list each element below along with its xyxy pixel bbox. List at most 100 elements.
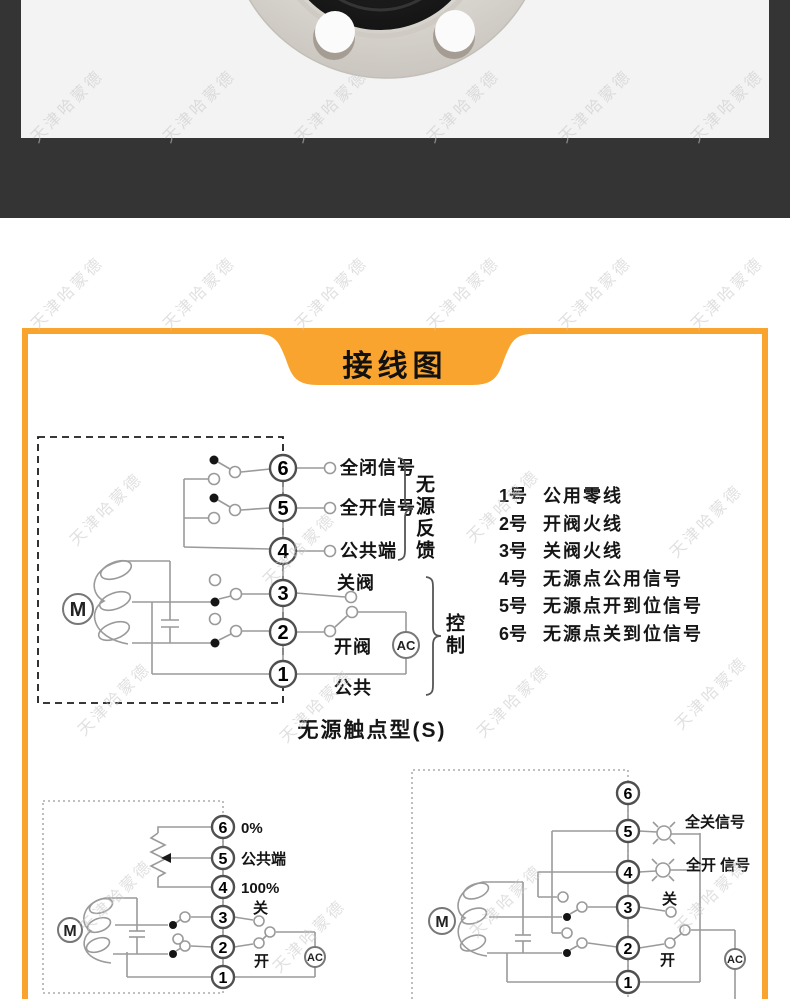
terminal-3: 3 — [210, 904, 236, 930]
indicator-lamp-full-close — [652, 821, 676, 845]
terminal-number: 1 — [277, 664, 288, 686]
legend-num: 4号 — [499, 568, 528, 589]
terminal-number: 2 — [277, 622, 288, 644]
label-close-valve: 关阀 — [337, 572, 375, 593]
photo-strip-dark-background — [0, 0, 790, 218]
bolt-hole-right — [435, 10, 475, 52]
terminal-5: 5 — [615, 818, 641, 844]
terminal-number: 3 — [624, 900, 633, 917]
motor-circle — [428, 907, 456, 935]
watermark-text: 天津哈蒙德 — [424, 254, 504, 334]
label-close: 关 — [253, 899, 268, 917]
legend-desc: 无源点关到位信号 — [543, 623, 703, 644]
terminal-number: 2 — [219, 940, 228, 957]
label-open: 开 — [660, 952, 675, 969]
terminal-number: 3 — [277, 583, 288, 605]
label-100-percent: 100% — [241, 880, 279, 897]
terminal-number: 4 — [277, 541, 289, 563]
terminal-1: 1 — [210, 964, 236, 990]
indicator-lamp-full-open — [651, 858, 675, 882]
feedback-group-brace — [397, 457, 414, 561]
legend-row: 4号无源点公用信号 — [499, 566, 703, 594]
terminal-4: 4 — [210, 874, 236, 900]
legend-desc: 无源点开到位信号 — [543, 596, 703, 616]
terminal-5: 5 — [268, 493, 298, 523]
bolt-hole-left — [315, 11, 355, 53]
terminal-number: 5 — [624, 824, 633, 841]
terminal-1: 1 — [615, 969, 641, 995]
ac-circle — [724, 948, 746, 970]
label-open-valve: 开阀 — [334, 636, 372, 657]
terminal-number: 6 — [624, 786, 633, 803]
flange-lip-ring — [297, 0, 463, 39]
terminal-number: 3 — [219, 910, 228, 927]
ac-label: AC — [307, 952, 323, 964]
legend-num: 2号 — [499, 513, 528, 534]
flange-photo-graphic — [248, 0, 526, 79]
product-photo-flange — [21, 0, 769, 138]
card-title-tab: 接线图 — [260, 334, 530, 388]
terminal-6: 6 — [210, 814, 236, 840]
group-label-passive-feedback: 无源反馈 — [413, 474, 434, 562]
switch-contacts — [169, 911, 276, 958]
terminal-number: 5 — [277, 498, 288, 520]
motor-circle — [62, 593, 94, 625]
legend-desc: 关阀火线 — [543, 541, 623, 561]
label-full-open-signal: 全开 信号 — [685, 856, 750, 874]
terminal-4: 4 — [615, 859, 641, 885]
terminal-number: 4 — [624, 865, 633, 882]
watermark-text: 天津哈蒙德 — [688, 254, 768, 334]
dotted-enclosure — [411, 769, 629, 999]
legend-desc: 开阀火线 — [543, 513, 623, 534]
legend-desc: 公用零线 — [543, 486, 623, 506]
lamp-feedback-wiring-diagram: M AC 6 5 4 3 2 1 全关信号 全开 信号 关 开 — [411, 769, 750, 999]
ac-label: AC — [397, 638, 416, 653]
legend-num: 5号 — [499, 596, 528, 616]
legend-num: 3号 — [499, 541, 528, 561]
terminal-4: 4 — [268, 536, 298, 566]
motor-label: M — [63, 923, 76, 940]
legend-row: 6号无源点关到位信号 — [499, 621, 703, 649]
label-full-close-signal: 全闭信号 — [339, 457, 416, 478]
motor-label: M — [70, 599, 87, 621]
terminal-legend: 1号公用零线 2号开阀火线 3号关阀火线 4号无源点公用信号 5号无源点开到位信… — [499, 483, 703, 648]
ac-source: AC — [724, 948, 746, 970]
terminal-number: 6 — [277, 458, 288, 480]
group-label-control: 控制 — [443, 613, 464, 657]
tab-shape — [260, 334, 530, 385]
ac-source: AC — [304, 946, 326, 968]
switch-contacts — [207, 455, 359, 648]
terminal-6: 6 — [615, 780, 641, 806]
legend-num: 1号 — [499, 486, 528, 506]
wiper-arrowhead — [161, 853, 171, 863]
terminal-number: 2 — [624, 941, 633, 958]
terminal-3: 3 — [268, 578, 298, 608]
terminal-6: 6 — [268, 453, 298, 483]
motor-label: M — [435, 914, 448, 931]
card-title: 接线图 — [342, 350, 448, 383]
terminal-2: 2 — [268, 617, 298, 647]
watermark-text: 天津哈蒙德 — [28, 254, 108, 334]
motor-windings: M — [57, 897, 114, 964]
legend-row: 5号无源点开到位信号 — [499, 593, 703, 621]
ac-circle — [392, 631, 420, 659]
terminal-5: 5 — [210, 845, 236, 871]
terminal-number: 4 — [219, 880, 228, 897]
switch-contacts — [557, 891, 691, 957]
label-common-terminal: 公共端 — [241, 850, 286, 868]
terminal-1: 1 — [268, 659, 298, 689]
dotted-enclosure — [42, 800, 224, 994]
legend-row: 1号公用零线 — [499, 483, 703, 511]
legend-row: 2号开阀火线 — [499, 511, 703, 539]
terminal-2: 2 — [210, 934, 236, 960]
label-full-open-signal: 全开信号 — [339, 497, 416, 518]
ac-circle — [304, 946, 326, 968]
actuator-dashed-enclosure — [37, 436, 284, 704]
terminal-number: 5 — [219, 851, 228, 868]
terminal-number: 1 — [219, 970, 228, 987]
motor-windings: M — [428, 881, 490, 957]
potentiometer-wiring-diagram: M AC 6 5 4 3 2 1 0% 公共端 100% 关 开 — [42, 800, 326, 994]
watermark-text: 天津哈蒙德 — [556, 254, 636, 334]
label-full-close-signal: 全关信号 — [684, 813, 745, 831]
watermark-text: 天津哈蒙德 — [160, 254, 240, 334]
